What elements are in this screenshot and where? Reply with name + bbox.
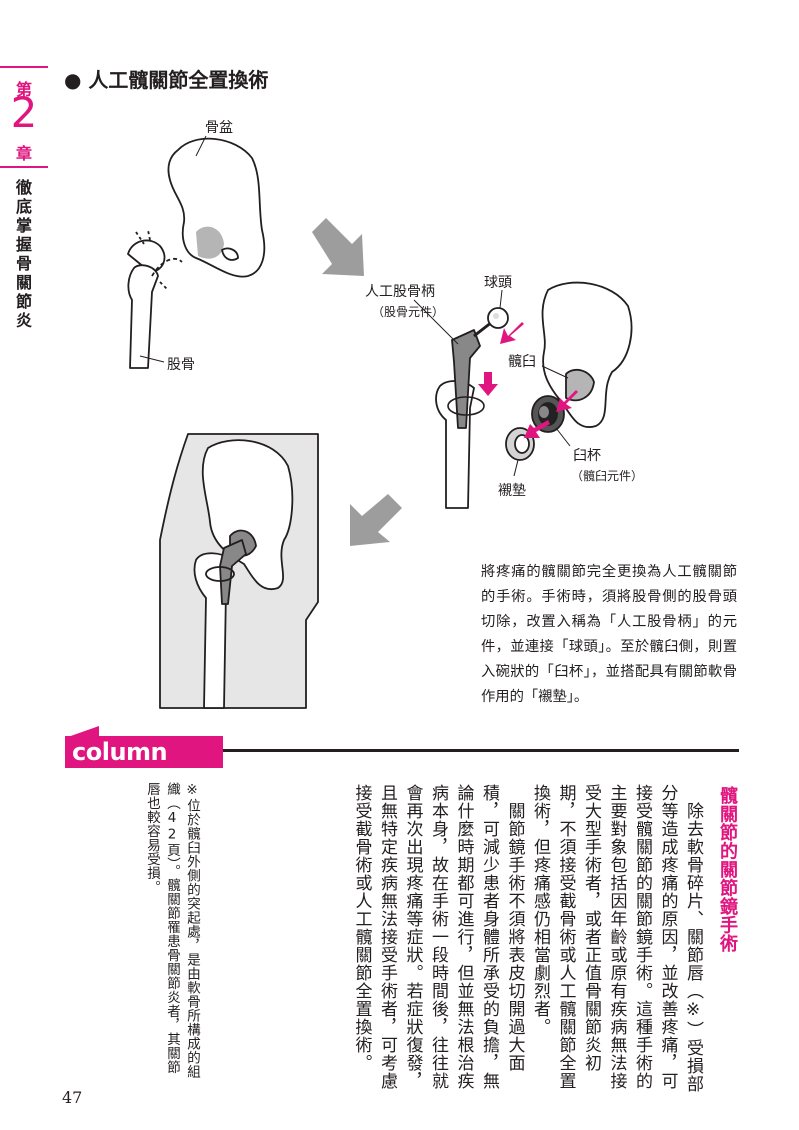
column-heading: 髖關節的關節鏡手術 (717, 786, 738, 953)
insertion-arrows (478, 322, 578, 438)
label-acetabulum: 髖臼 (508, 354, 536, 370)
arrow-down-left-icon (350, 494, 402, 546)
chapter-top-rule (0, 66, 48, 68)
implanted-hip-drawing (159, 433, 319, 709)
arrow-down-right-icon (312, 218, 364, 276)
figure-caption: 將疼痛的髖關節完全更換為人工髖關節的手術。手術時，須將股骨側的股骨頭切除，改置入… (481, 564, 737, 705)
arrow-cup-icon (556, 390, 578, 412)
femur-shaft (127, 264, 159, 369)
pelvis-leader (195, 135, 207, 157)
column-footnote: ※位於髖臼外側的突起處，是由軟骨所構成的組織（42頁）。髖關節罹患骨關節炎者，其… (144, 782, 200, 1079)
implanted-pelvis (201, 439, 294, 591)
column-paragraph: 除去軟骨碎片、關節唇（※）受損部分等造成疼痛的原因，並改善疼痛，可接受髖關節的關… (530, 784, 703, 1093)
normal-hip-drawing (127, 137, 266, 369)
label-ball-head: 球頭 (484, 275, 512, 291)
arrow-stem-icon (478, 372, 498, 396)
acetabular-cup (531, 395, 565, 433)
label-pelvis: 骨盆 (205, 120, 233, 136)
stem-leader (413, 299, 459, 345)
chapter-bottom-rule (0, 166, 48, 168)
column-paragraph: 關節鏡手術不須將表皮切開過大面積，可減少患者身體所承受的負擔，無論什麼時期都可進… (351, 784, 525, 1090)
chapter-label-bottom: 章 (15, 144, 32, 163)
section-title-text: 人工髖關節全置換術 (88, 68, 269, 92)
section-bullet-icon: ● (64, 68, 82, 92)
pelvis-right-shape (541, 281, 633, 428)
acetabulum-leader (541, 365, 569, 379)
chapter-label-top: 第 (15, 80, 32, 99)
column-banner (65, 736, 223, 768)
label-femur: 股骨 (167, 357, 195, 373)
chapter-number: 2 (10, 88, 38, 137)
acetabulum-socket (565, 368, 595, 402)
pelvis-cartilage (196, 226, 224, 259)
section-title: ● 人工髖關節全置換術 (64, 64, 268, 93)
implant-stem (451, 329, 481, 429)
liner-leader (513, 459, 519, 477)
column-body: 除去軟骨碎片、關節唇（※）受損部分等造成疼痛的原因，並改善疼痛，可接受髖關節的關… (348, 784, 705, 1094)
arrow-ball-icon (500, 322, 524, 344)
column-banner-text: column (72, 738, 168, 766)
label-stem: 人工股骨柄 (365, 284, 435, 300)
label-cup-note: （髖臼元件） (571, 469, 644, 483)
label-stem-note: （股骨元件） (372, 305, 445, 319)
column-rule (223, 749, 739, 752)
femur-leader (139, 355, 165, 363)
page-number: 47 (62, 1088, 83, 1107)
cup-leader (555, 427, 571, 447)
ball-leader (499, 289, 503, 309)
pelvis-shape (167, 137, 266, 278)
arrow-liner-icon (524, 420, 550, 438)
banner-tab-icon (65, 726, 99, 738)
hip-replacement-illustration (127, 135, 633, 709)
label-liner: 襯墊 (498, 483, 526, 499)
label-cup: 臼杯 (573, 448, 601, 464)
chapter-title: 徹底掌握骨關節炎 (15, 178, 32, 330)
